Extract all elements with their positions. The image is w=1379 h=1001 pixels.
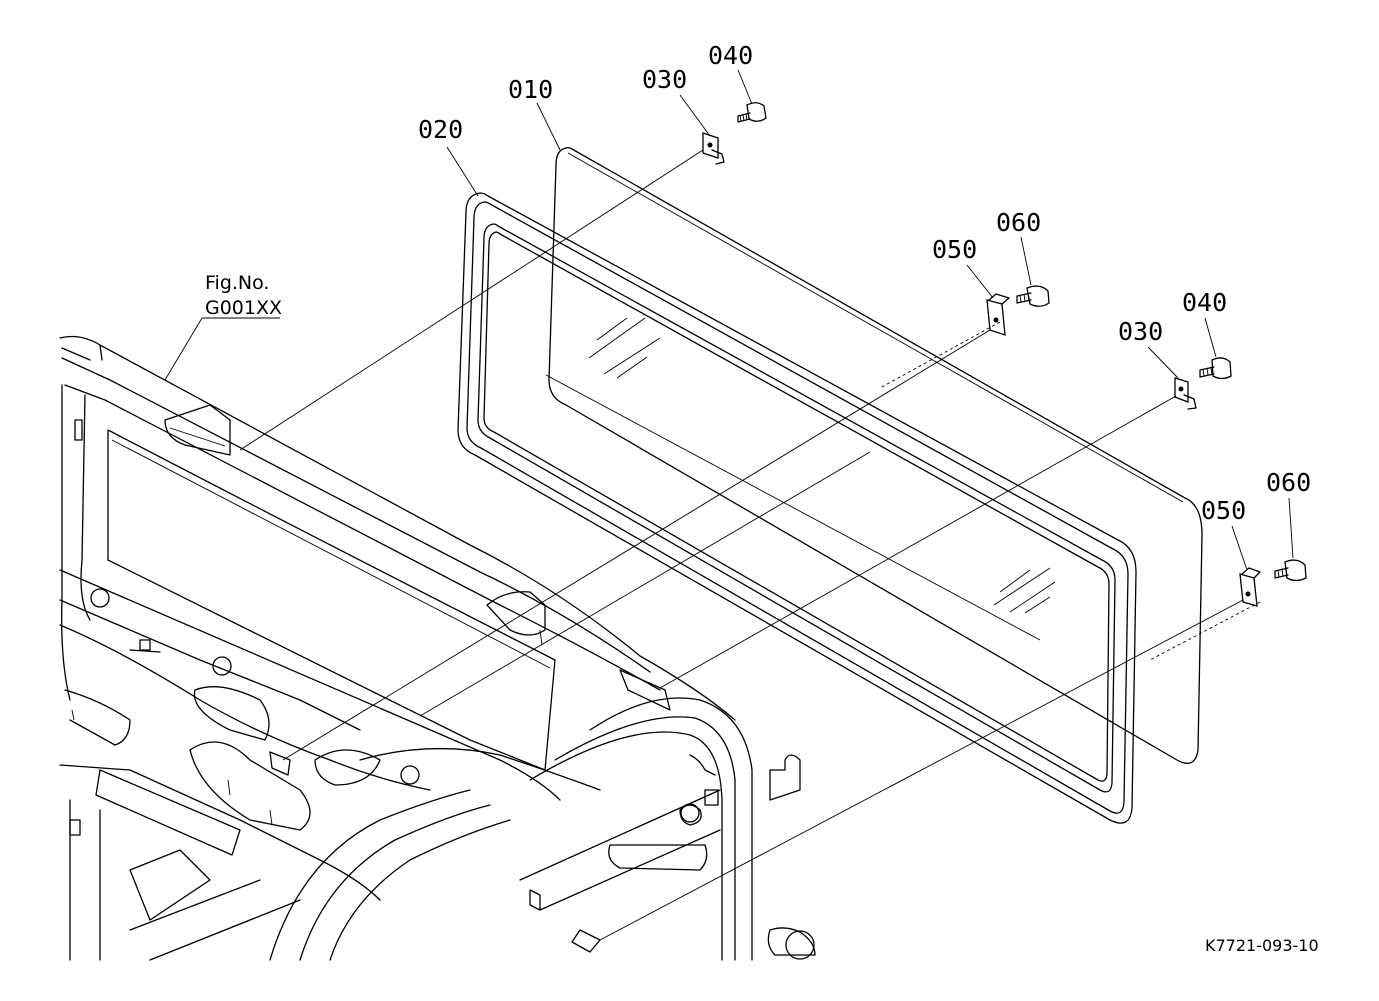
clip-050-low xyxy=(1239,567,1261,607)
cab-frame xyxy=(59,335,816,961)
callout-010: 010 xyxy=(508,75,553,104)
clip-030-mid xyxy=(1174,377,1197,410)
assembly-lines xyxy=(164,69,1294,941)
glass-seal-020 xyxy=(457,192,1137,824)
callout-050-mid: 050 xyxy=(932,235,977,264)
callout-030-top: 030 xyxy=(642,65,687,94)
clip-050-mid xyxy=(986,293,1010,336)
callout-060-mid: 060 xyxy=(996,208,1041,237)
fig-no-value: G001XX xyxy=(205,297,282,319)
bolt-040-top xyxy=(737,102,767,123)
bolt-040-mid xyxy=(1199,357,1232,380)
callout-050-low: 050 xyxy=(1201,496,1246,525)
clip-030-top xyxy=(702,132,725,165)
callout-030-mid: 030 xyxy=(1118,317,1163,346)
drawing-code: K7721-093-10 xyxy=(1205,936,1319,955)
callout-040-top: 040 xyxy=(708,41,753,70)
callout-labels: 010 020 030 040 050 060 030 040 050 060 xyxy=(418,41,1311,525)
callout-060-low: 060 xyxy=(1266,468,1311,497)
bolt-060-low xyxy=(1274,559,1307,582)
fig-no-label: Fig.No. xyxy=(205,272,269,294)
callout-040-mid: 040 xyxy=(1182,288,1227,317)
callout-020: 020 xyxy=(418,115,463,144)
bolt-060-mid xyxy=(1016,285,1050,307)
rear-glass-panel-010 xyxy=(548,147,1203,764)
